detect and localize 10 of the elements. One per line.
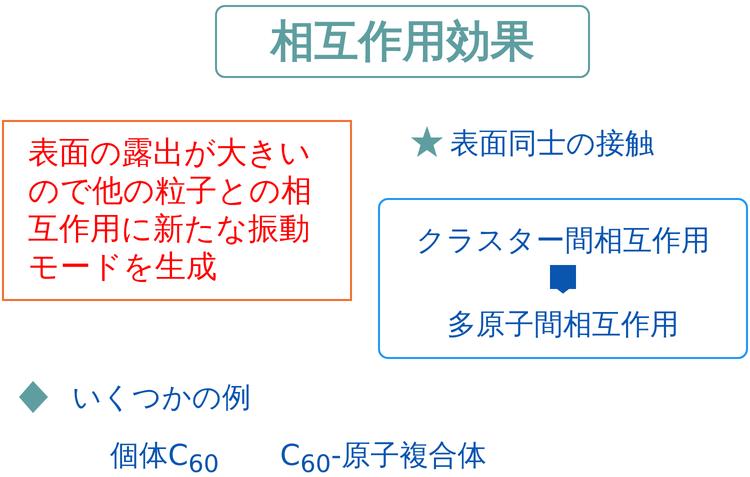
- node-text: クラスター間相互作用: [380, 218, 746, 262]
- bullet-text: いくつかの例: [72, 379, 251, 416]
- title-box: 相互作用効果: [215, 5, 590, 78]
- frame-box: [378, 198, 748, 359]
- highlight-box: 表面の露出が大きいので他の粒子との相互作用に新たな振動モードを生成: [2, 120, 352, 301]
- example-text: 個体C$_{60}$: [110, 437, 219, 477]
- example-text: C$_{60}$-原子複合体: [280, 437, 486, 477]
- arrow: [550, 265, 576, 294]
- bullet-text: 表面同士の接触: [450, 125, 654, 162]
- node-text: 多原子間相互作用: [380, 302, 746, 346]
